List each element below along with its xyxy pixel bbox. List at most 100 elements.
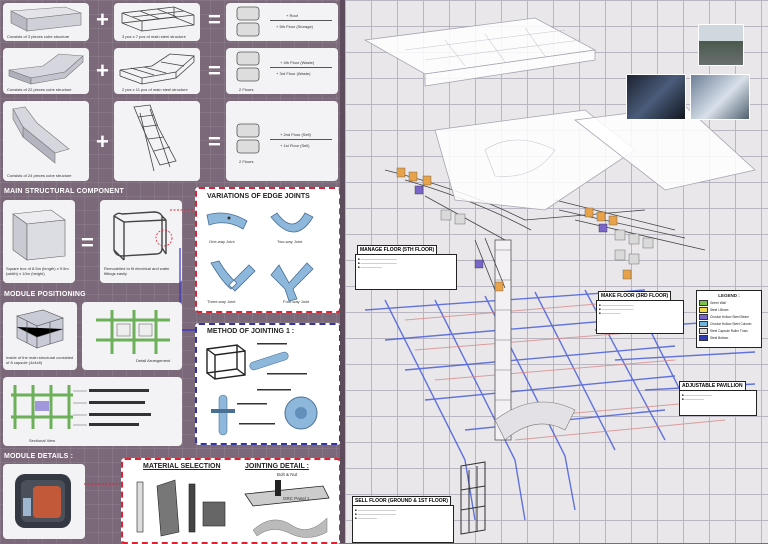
note-line: ■ ───────────────── — [358, 257, 397, 261]
legend-label: Circular Hollow Steel Column — [710, 322, 752, 326]
row1-cube-card: Consists of 3 pieces cube structure — [3, 3, 89, 41]
cube-module-card: Square box of 8.5m (length) x 9.5m (widt… — [3, 200, 75, 283]
sectional-view-caption: Sectional View — [29, 438, 56, 443]
row2-caption: Consists of 22 pieces cube structure — [7, 87, 72, 92]
legend-title: LEGEND : — [718, 293, 740, 298]
sell-floor-notes: ■ ────────────────── ■ ─────────────────… — [352, 505, 454, 543]
row2-floor-card: 2 Floors + 4th Floor (Waste) + 3rd Floor… — [226, 48, 338, 94]
legend-item: Circular Hollow Steel Beam — [699, 314, 759, 320]
module-details-drawing — [136, 479, 330, 538]
sectional-view-drawing — [11, 385, 151, 429]
note-line: ■ ───────── — [355, 516, 377, 520]
legend-item: Steel Capsule Roller Truss — [699, 328, 759, 334]
legend-swatch — [699, 307, 708, 313]
legend-item: Circular Hollow Steel Column — [699, 321, 759, 327]
capsule-module-card — [3, 464, 85, 539]
plus-sign: + — [96, 58, 109, 83]
row2-eq-top: + 4th Floor (Waste) — [280, 60, 315, 65]
axonometric-panel: MANAGE FLOOR (5TH FLOOR) ■ ─────────────… — [345, 0, 768, 543]
equals-sign: = — [208, 129, 221, 154]
edge-joints-panel: VARIATIONS OF EDGE JOINTS One-way Joint … — [195, 187, 341, 313]
detail-arrangement-card: Detail Arrangement — [82, 302, 182, 370]
jointing-method-title: METHOD OF JOINTING 1 : — [207, 328, 295, 335]
row1-eq-line — [270, 20, 332, 21]
row2-eq-note: 2 Floors — [239, 87, 254, 92]
frame-module-caption: Remodelled to fit electrical and water f… — [104, 266, 170, 276]
note-line: ■ ─────────────── — [599, 303, 634, 307]
row1-frame-drawing — [121, 6, 195, 32]
note-line: ■ ───────────── — [682, 393, 713, 397]
row3-eq-line — [270, 139, 332, 140]
legend-label: Steel Bottom — [710, 336, 729, 340]
legend-swatch — [699, 328, 708, 334]
note-line: ■ ─────────────── — [599, 307, 634, 311]
row2-cube-card: Consists of 22 pieces cube structure — [3, 48, 89, 94]
row1-eq-top: + Roof — [286, 13, 298, 18]
legend-item: Steel I-Beam — [699, 307, 759, 313]
module-details-title: MODULE DETAILS : — [4, 453, 74, 460]
legend-item: Steel Bottom — [699, 335, 759, 341]
legend-label: Steel I-Beam — [710, 308, 729, 312]
axonometric-drawing — [363, 17, 756, 535]
module-inside-drawing — [16, 309, 64, 349]
legend-label: Green Wall — [710, 301, 726, 305]
legend-label: Steel Capsule Roller Truss — [710, 329, 748, 333]
module-positioning-title: MODULE POSITIONING — [4, 291, 86, 298]
cube-module-caption: Square box of 8.5m (length) x 9.5m (widt… — [6, 266, 69, 276]
bolt-nut-label: Bolt & Nut — [277, 472, 298, 477]
jointing-method-panel: METHOD OF JOINTING 1 : — [195, 323, 341, 445]
row1-caption: Consists of 3 pieces cube structure — [7, 34, 70, 39]
module-inside-card: Inside of the main structural consisted … — [3, 302, 77, 370]
joint-label-three-way: Three-way Joint — [207, 299, 236, 304]
detail-arrangement-caption: Detail Arrangement — [136, 358, 171, 363]
row3-cube-drawing — [12, 106, 70, 164]
frame-module-drawing — [113, 211, 173, 261]
row2-frame-caption: 2 pcs x 11 pcs of main steel structure — [122, 87, 188, 92]
legend-swatch — [699, 314, 708, 320]
legend-swatch — [699, 335, 708, 341]
detail-arrangement-drawing — [96, 310, 170, 354]
note-line: ■ ───────── — [682, 397, 704, 401]
row1-cube-drawing — [9, 6, 82, 32]
material-selection-title: MATERIAL SELECTION — [143, 463, 221, 470]
legend-swatch — [699, 321, 708, 327]
row1-frame-card: 3 pcs x 7 pcs of main steel structure — [114, 3, 200, 41]
equals-sign: = — [208, 7, 221, 32]
jointing-method-drawing — [206, 343, 318, 436]
row3-floor-stack — [236, 123, 260, 154]
module-details-panel: MATERIAL SELECTION JOINTING DETAIL : Bol… — [121, 458, 341, 544]
make-floor-notes: ■ ─────────────── ■ ─────────────── ■ ──… — [596, 300, 684, 334]
row2-floor-stack — [236, 51, 260, 82]
reference-photo-1 — [698, 24, 744, 66]
row2-eq-line — [270, 67, 332, 68]
left-panel: Consists of 3 pieces cube structure + 3 … — [0, 0, 341, 544]
capsule-module-drawing — [15, 474, 71, 528]
legend-swatch — [699, 300, 708, 306]
row3-eq-bottom: + 1st Floor (Sell) — [280, 143, 310, 148]
sectional-view-card: Sectional View — [3, 377, 182, 446]
equals-sign: = — [81, 230, 94, 255]
equals-sign: = — [208, 58, 221, 83]
row3-eq-note: 2 Floors — [239, 159, 254, 164]
row2-cube-drawing — [8, 53, 84, 85]
plus-sign: + — [96, 129, 109, 154]
row3-frame-drawing — [133, 104, 177, 172]
note-line: ■ ────────── — [358, 265, 382, 269]
row3-eq-top: + 2nd Floor (Sell) — [280, 132, 311, 137]
reference-photo-3 — [690, 74, 750, 120]
row3-floor-card: 2 Floors + 2nd Floor (Sell) + 1st Floor … — [226, 101, 338, 181]
joint-label-two-way: Two-way Joint — [277, 239, 303, 244]
joint-label-one-way: One-way Joint — [209, 239, 235, 244]
reference-photo-2 — [626, 74, 686, 120]
details-connector — [84, 483, 120, 485]
note-line: ■ ────────────────── — [355, 508, 396, 512]
legend-item: Green Wall — [699, 300, 759, 306]
row3-caption: Consists of 24 pieces cube structure — [7, 173, 72, 178]
row2-frame-card: 2 pcs x 11 pcs of main steel structure — [114, 48, 200, 94]
note-line: ■ ────────────────── — [355, 512, 396, 516]
manage-floor-notes: ■ ───────────────── ■ ───────────────── … — [355, 254, 457, 290]
cube-module-drawing — [12, 209, 66, 261]
panel-divider — [340, 0, 345, 543]
